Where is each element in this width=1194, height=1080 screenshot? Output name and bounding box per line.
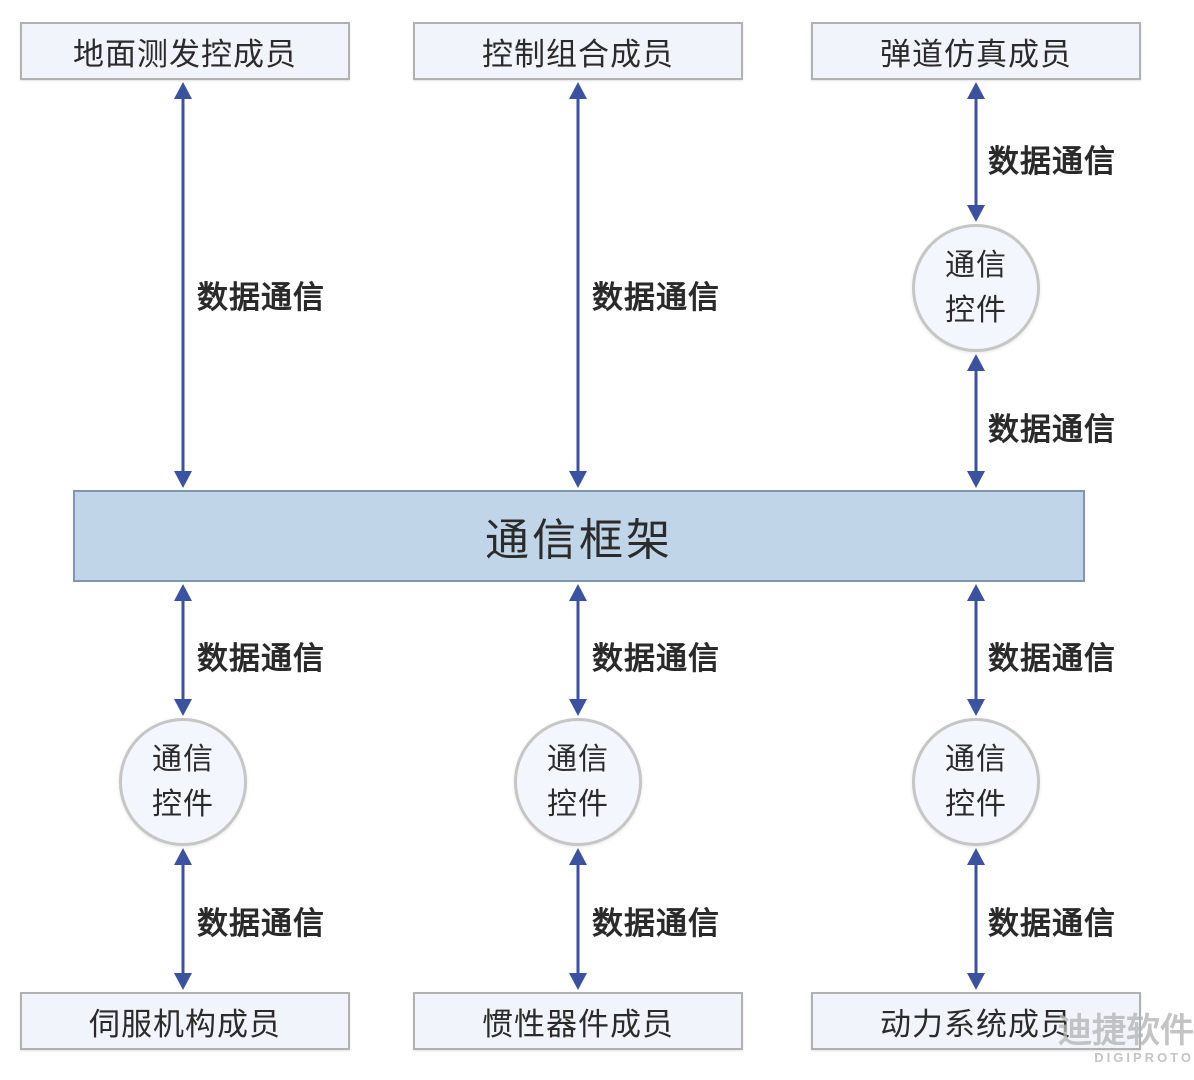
edge-connector-inertial	[569, 848, 587, 990]
edge-label: 数据通信	[592, 280, 720, 315]
edge-label: 数据通信	[988, 412, 1116, 447]
connector-label-line1: 通信	[945, 743, 1007, 776]
edge-label: 数据通信	[988, 641, 1116, 676]
watermark-logo: 迪捷软件 DIGIPROTO	[1043, 1012, 1194, 1065]
node-comm-control-bottom-left: 通信 控件	[119, 718, 247, 846]
edge-ground-framework	[174, 82, 192, 488]
node-trajectory-sim-member: 弹道仿真成员	[811, 22, 1141, 80]
framework-label: 通信框架	[485, 516, 673, 565]
edge-label: 数据通信	[988, 906, 1116, 941]
edge-trajectory-connector	[967, 82, 985, 222]
connector-label-line2: 控件	[945, 788, 1007, 821]
node-label: 惯性器件成员	[482, 1006, 674, 1042]
edge-framework-connector-right	[967, 584, 985, 716]
edge-control-framework	[569, 82, 587, 488]
node-power-member: 动力系统成员	[811, 992, 1141, 1050]
connector-label-line1: 通信	[152, 743, 214, 776]
node-label: 动力系统成员	[880, 1006, 1072, 1042]
edge-label: 数据通信	[197, 641, 325, 676]
connector-label-line2: 控件	[152, 788, 214, 821]
node-communication-framework: 通信框架	[73, 490, 1085, 582]
edge-connector-power	[967, 848, 985, 990]
node-comm-control-bottom-right: 通信 控件	[912, 718, 1040, 846]
node-label: 地面测发控成员	[73, 36, 297, 72]
connector-label-line2: 控件	[945, 294, 1007, 327]
node-servo-member: 伺服机构成员	[20, 992, 350, 1050]
connector-label-line1: 通信	[547, 743, 609, 776]
edge-connector-servo	[174, 848, 192, 990]
watermark-en-text: DIGIPROTO	[1094, 1050, 1194, 1065]
node-control-combo-member: 控制组合成员	[413, 22, 743, 80]
connector-label-line1: 通信	[945, 249, 1007, 282]
connector-label-line2: 控件	[547, 788, 609, 821]
node-label: 控制组合成员	[482, 36, 674, 72]
node-inertial-member: 惯性器件成员	[413, 992, 743, 1050]
node-label: 弹道仿真成员	[880, 36, 1072, 72]
node-comm-control-bottom-mid: 通信 控件	[514, 718, 642, 846]
edge-label: 数据通信	[592, 906, 720, 941]
edge-framework-connector-left	[174, 584, 192, 716]
edge-connector-framework-right	[967, 354, 985, 488]
node-label: 伺服机构成员	[89, 1006, 281, 1042]
edge-label: 数据通信	[197, 280, 325, 315]
edge-framework-connector-mid	[569, 584, 587, 716]
node-comm-control-top-right: 通信 控件	[912, 224, 1040, 352]
edge-label: 数据通信	[592, 641, 720, 676]
edge-label: 数据通信	[197, 906, 325, 941]
watermark-cn-text: 迪捷软件	[1058, 1012, 1194, 1050]
edge-label: 数据通信	[988, 144, 1116, 179]
node-ground-test-member: 地面测发控成员	[20, 22, 350, 80]
